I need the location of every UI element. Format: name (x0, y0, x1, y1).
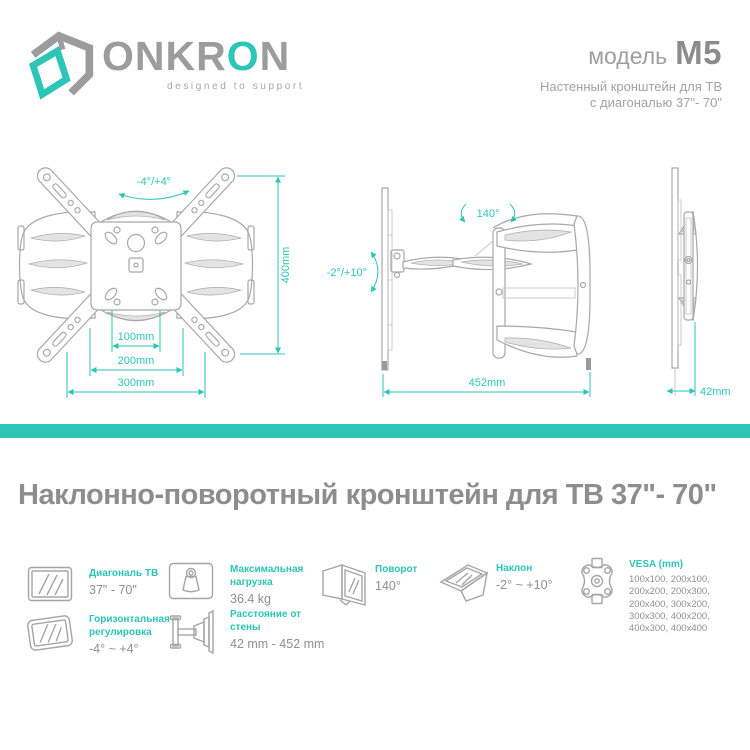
side-swivel-label: 140° (477, 208, 500, 220)
wordmark-suffix: N (259, 33, 291, 79)
wall-arm-icon (169, 609, 214, 655)
brand-tagline: designed to support (167, 81, 305, 92)
model-label: модель (588, 43, 668, 69)
front-swivel-range-label: -4°/+4° (137, 176, 171, 188)
feature-value: 100x100, 200x100, 200x200, 200x300, 200x… (629, 574, 710, 635)
front-vesa-mid-label: 200mm (118, 355, 155, 367)
tilt-icon (439, 564, 489, 602)
feature-vesa: VESA (mm) 100x100, 200x100, 200x200, 200… (574, 557, 735, 636)
brand-wordmark: ONKRON (102, 36, 290, 77)
model-name: M5 (675, 34, 722, 71)
model-subtitle-line2: с диагональю 37"- 70" (589, 95, 722, 111)
profile-depth-label: 42mm (700, 386, 731, 398)
side-view-drawing: 140° -2°/+10° 452mm (327, 187, 591, 397)
model-block: модель M5 Настенный кронштейн для ТВ с д… (540, 34, 722, 112)
feature-value: -2° ~ +10° (496, 578, 553, 592)
feature-label: Горизонтальная регулировка (89, 614, 170, 638)
feature-value: -4° ~ +4° (89, 642, 139, 656)
feature-label: Расстояние от стены (230, 609, 302, 633)
side-tilt-label: -2°/+10° (327, 267, 367, 279)
feature-label: VESA (mm) (629, 559, 684, 570)
side-extension-label: 452mm (469, 377, 506, 389)
feature-label: Поворот (375, 564, 418, 575)
feature-horizontal-adjustment: Горизонтальная регулировка -4° ~ +4° (26, 612, 181, 657)
accent-divider-bar (0, 424, 750, 438)
tilted-tv-icon (27, 615, 73, 651)
feature-value: 37" - 70" (89, 583, 137, 597)
front-view-drawing: -4°/+4° 400mm 100mm 200mm 300mm (17, 163, 292, 398)
tv-screen-icon (27, 566, 73, 602)
weight-icon (168, 562, 214, 600)
model-subtitle-line1: Настенный кронштейн для ТВ (539, 79, 722, 94)
profile-view-drawing: 42mm (666, 167, 731, 398)
feature-value: 42 mm - 452 mm (230, 637, 325, 651)
feature-label: Наклон (496, 563, 533, 574)
feature-value: 140° (375, 579, 401, 593)
wordmark-prefix: ONKR (102, 33, 227, 79)
feature-label: Диагональ ТВ (89, 568, 159, 579)
feature-max-load: Максимальная нагрузка 36.4 kg (168, 562, 312, 607)
feature-label: Максимальная нагрузка (230, 564, 304, 588)
feature-wall-distance: Расстояние от стены 42 mm - 452 mm (167, 607, 324, 657)
feature-diagonal: Диагональ ТВ 37" - 70" (27, 566, 158, 602)
swivel-icon (322, 564, 366, 606)
front-height-label: 400mm (280, 247, 292, 284)
feature-swivel: Поворот 140° (320, 562, 417, 608)
front-vesa-max-label: 300mm (118, 377, 155, 389)
feature-tilt: Наклон -2° ~ +10° (438, 561, 553, 603)
vesa-plate-icon (581, 557, 613, 605)
front-vesa-min-label: 100mm (118, 331, 155, 343)
onkron-logo-icon (29, 31, 94, 100)
feature-value: 36.4 kg (230, 592, 272, 606)
wordmark-accent-letter: O (226, 33, 260, 79)
page-title: Наклонно-поворотный кронштейн для ТВ 37"… (18, 479, 717, 511)
